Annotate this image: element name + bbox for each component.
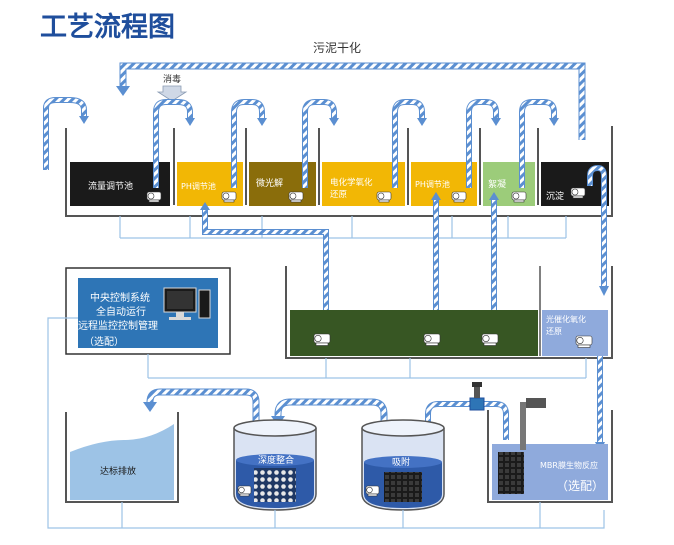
middle-tank — [285, 266, 613, 359]
signal-lines-middle — [147, 354, 587, 379]
top-tank-outline — [65, 126, 613, 217]
pipe-middle-to-ph2 — [431, 192, 441, 322]
pump-icon — [146, 187, 586, 203]
disinfect-label: 消毒 — [163, 73, 181, 85]
label-mbr: MBR膜生物反应 — [540, 460, 598, 470]
adsorption-tank — [361, 419, 445, 511]
pipe-deep-to-discharge — [143, 388, 260, 432]
pump-icon — [313, 333, 593, 348]
label-adsorption: 吸附 — [392, 456, 410, 468]
deep-integration-tank — [233, 419, 317, 511]
label-flocculation: 絮凝 — [488, 178, 506, 190]
photocatalysis-water — [542, 310, 608, 356]
label-photocatalysis-2: 还原 — [546, 326, 562, 336]
control-line-1: 中央控制系统 — [90, 291, 150, 304]
discharge-tank — [65, 412, 179, 503]
label-mbr-optional: （选配） — [556, 479, 604, 493]
pipe-sed-to-photo — [587, 164, 609, 296]
label-electrochem-2: 还原 — [330, 189, 347, 200]
control-line-4: （选配） — [84, 335, 124, 348]
control-wiring — [47, 317, 605, 529]
pipe-ph-to-middle — [200, 202, 329, 320]
page-title: 工艺流程图 — [40, 12, 175, 43]
label-sedimentation: 沉淀 — [546, 190, 564, 202]
pipe-middle-to-floc — [489, 192, 499, 322]
mbr-tank — [487, 398, 613, 503]
label-ph-adjust-2: PH调节池 — [415, 179, 450, 189]
sludge-return-pipe — [116, 62, 586, 140]
pump-icon — [365, 485, 380, 497]
signal-lines-bottom — [121, 502, 541, 528]
valve-icon — [469, 382, 485, 411]
label-discharge: 达标排放 — [100, 465, 136, 477]
label-flow-equalization: 流量调节池 — [88, 180, 133, 192]
transfer-pipes-top — [43, 97, 559, 188]
label-micro-photolysis: 微光解 — [256, 177, 283, 189]
signal-lines-top — [119, 216, 567, 239]
control-line-3: 远程监控控制管理 — [78, 319, 158, 332]
middle-tank-water — [290, 310, 538, 356]
pipe-photo-to-mbr — [595, 356, 605, 452]
label-ph-adjust-1: PH调节池 — [181, 181, 216, 191]
sludge-drying-label: 污泥干化 — [313, 41, 361, 55]
control-line-2: 全自动运行 — [96, 305, 146, 318]
pump-icon — [237, 485, 252, 497]
label-photocatalysis-1: 光催化氧化 — [546, 314, 586, 324]
disinfect-arrow-icon — [156, 85, 188, 102]
label-electrochem-1: 电化学氧化 — [330, 177, 373, 188]
computer-icon — [163, 287, 211, 320]
label-deep-integration: 深度整合 — [258, 454, 294, 466]
